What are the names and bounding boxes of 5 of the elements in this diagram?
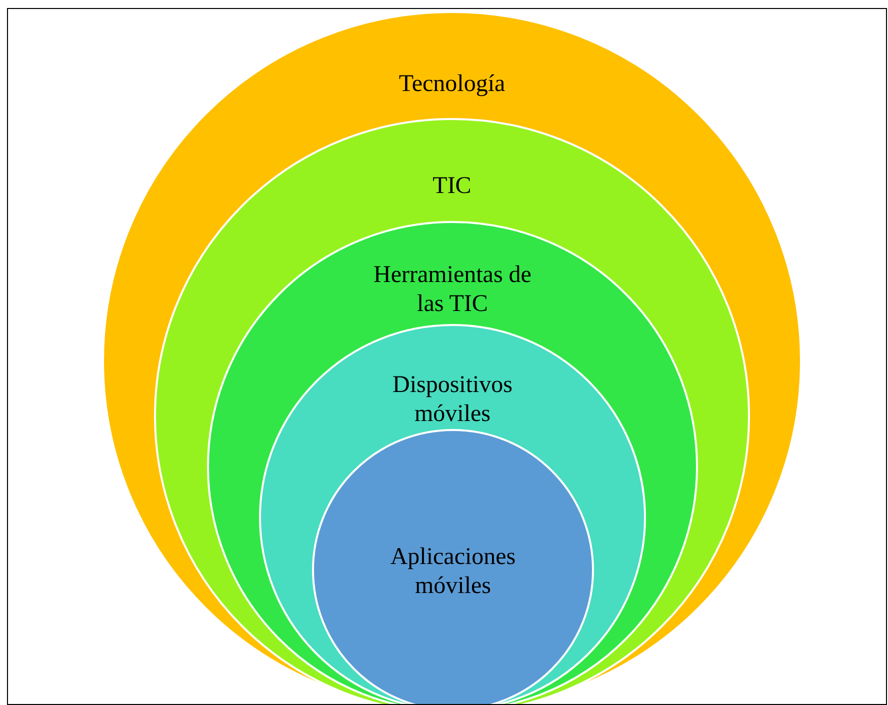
circle-label: Tecnología [398, 70, 506, 99]
circle-label: TIC [432, 172, 472, 201]
circle-label: Herramientas de las TIC [372, 261, 532, 319]
circle-label: Dispositivos móviles [391, 371, 514, 429]
circle-label: Aplicaciones móviles [389, 543, 517, 601]
